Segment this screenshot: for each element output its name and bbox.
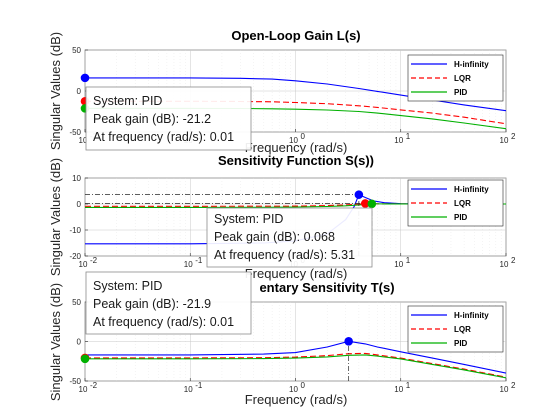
x-tick-label: 10 (79, 385, 88, 394)
peak-marker (80, 354, 90, 364)
datatip[interactable]: System: PID Peak gain (dB): -21.2 At fre… (85, 86, 252, 151)
series-line-pid (85, 354, 506, 379)
series-line-lqr (85, 352, 506, 378)
legend-label-lqr: LQR (454, 199, 471, 208)
x-tick-label: 10 (289, 385, 298, 394)
y-tick-label: 50 (72, 298, 81, 307)
y-tick-label: 0 (77, 338, 82, 347)
x-tick-exponent: -1 (195, 381, 203, 390)
legend-label-pid: PID (454, 88, 468, 97)
datatip-frequency: At frequency (rad/s): 0.01 (93, 315, 234, 329)
datatip-peak: Peak gain (dB): -21.9 (93, 297, 211, 311)
datatip-peak: Peak gain (dB): 0.068 (214, 230, 335, 244)
y-tick-label: 10 (72, 174, 81, 183)
plot-title: Sensitivity Function S(s)) (218, 153, 374, 168)
plot-title: entary Sensitivity T(s) (259, 280, 394, 295)
legend-label-pid: PID (454, 339, 468, 348)
x-tick-exponent: 2 (511, 381, 516, 390)
series-line-pid (85, 203, 506, 208)
legend-label-lqr: LQR (454, 74, 471, 83)
peak-marker (354, 190, 364, 199)
y-axis-label: Singular Values (dB) (48, 283, 63, 401)
peak-markers (80, 337, 353, 364)
x-tick-label: 10 (500, 136, 509, 145)
series-lines (85, 340, 506, 379)
legend-label-pid: PID (454, 213, 468, 222)
x-tick-label: 10 (394, 385, 403, 394)
y-tick-label: 0 (77, 200, 82, 209)
x-tick-label: 10 (184, 385, 193, 394)
y-tick-label: -20 (69, 252, 81, 261)
x-tick-label: 10 (500, 260, 509, 269)
series-line-h-infinity (85, 340, 506, 374)
y-tick-label: -50 (69, 377, 81, 386)
datatip-frequency: At frequency (rad/s): 0.01 (93, 130, 234, 144)
datatip[interactable]: System: PID Peak gain (dB): 0.068 At fre… (206, 207, 373, 268)
legend-label-h-infinity: H-infinity (454, 60, 489, 69)
datatip-box (206, 207, 373, 268)
y-tick-label: -10 (69, 226, 81, 235)
datatip-peak: Peak gain (dB): -21.2 (93, 112, 211, 126)
y-tick-label: 0 (77, 87, 82, 96)
x-tick-label: 10 (500, 385, 509, 394)
x-tick-label: 10 (394, 260, 403, 269)
x-tick-exponent: 1 (406, 381, 411, 390)
x-axis-label: Frequency (rad/s) (245, 392, 348, 407)
peak-marker (344, 337, 353, 346)
x-tick-exponent: 0 (301, 381, 306, 390)
x-tick-label: 10 (394, 136, 403, 145)
legend[interactable]: H-infinity LQR PID (407, 54, 504, 102)
peak-markers (354, 190, 377, 209)
x-tick-exponent: 1 (406, 132, 411, 141)
x-tick-exponent: 0 (301, 132, 306, 141)
x-axis-label: Frequency (rad/s) (245, 266, 348, 281)
x-tick-label: 10 (79, 260, 88, 269)
peak-marker (80, 73, 90, 83)
datatip-box (85, 271, 252, 335)
x-tick-exponent: -1 (195, 256, 203, 265)
datatip-system: System: PID (214, 212, 283, 226)
x-tick-label: 10 (289, 136, 298, 145)
legend[interactable]: H-infinity LQR PID (407, 305, 504, 353)
legend-label-h-infinity: H-infinity (454, 185, 489, 194)
x-tick-exponent: 2 (511, 132, 516, 141)
peak-marker (367, 199, 377, 209)
y-tick-labels: -20 -10 0 10 (69, 174, 88, 261)
datatip-box (85, 86, 252, 151)
x-tick-label: 10 (79, 136, 88, 145)
x-tick-exponent: 1 (406, 256, 411, 265)
x-tick-label: 10 (184, 260, 193, 269)
x-tick-exponent: 2 (511, 256, 516, 265)
y-axis-label: Singular Values (dB) (48, 158, 63, 276)
datatip-system: System: PID (93, 279, 162, 293)
datatip[interactable]: System: PID Peak gain (dB): -21.9 At fre… (85, 271, 252, 335)
legend[interactable]: H-infinity LQR PID (407, 179, 504, 227)
legend-label-lqr: LQR (454, 325, 471, 334)
x-axis-label: Frequency (rad/s) (245, 140, 348, 155)
y-tick-label: 50 (72, 46, 81, 55)
y-axis-label: Singular Values (dB) (48, 32, 63, 150)
datatip-frequency: At frequency (rad/s): 5.31 (214, 248, 355, 262)
y-tick-label: -50 (69, 128, 81, 137)
x-tick-exponent: -2 (90, 256, 98, 265)
plot-title: Open-Loop Gain L(s) (231, 28, 360, 43)
x-tick-exponent: -2 (90, 381, 98, 390)
datatip-system: System: PID (93, 94, 162, 108)
legend-label-h-infinity: H-infinity (454, 311, 489, 320)
